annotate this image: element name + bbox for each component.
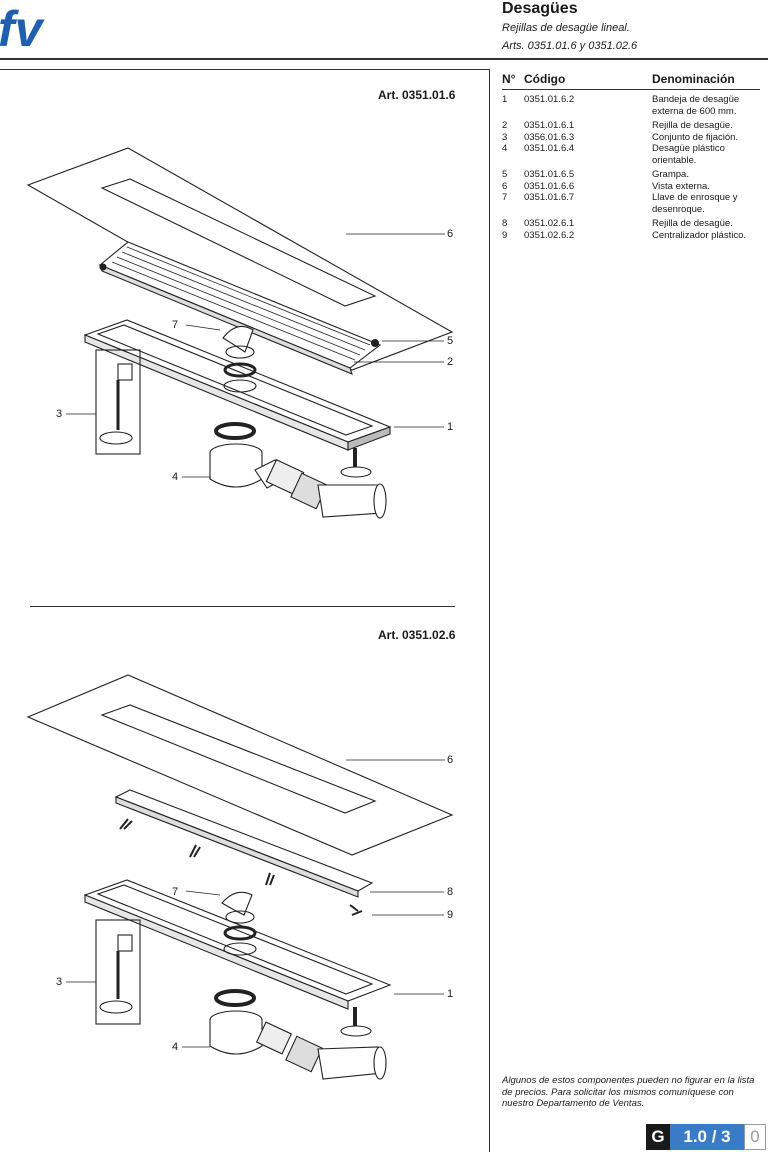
row-number: 6	[502, 180, 508, 192]
row-name: Conjunto de fijación.	[652, 131, 739, 143]
row-code: 0351.01.6.4	[524, 143, 575, 154]
table-row: 5 0351.01.6.5 Grampa.	[502, 169, 760, 181]
table-row: 7 0351.01.6.7 Llave de enrosque y desenroq…	[502, 192, 760, 215]
next-page-indicator: 0	[744, 1124, 766, 1150]
parts-table-body: 1 0351.01.6.2 Bandeja de desagüe externa d…	[502, 90, 760, 241]
table-row: 6 0351.01.6.6 Vista externa.	[502, 181, 760, 193]
plastic-drain	[209, 1010, 387, 1080]
article-codes: Arts. 0351.01.6 y 0351.02.6	[502, 40, 638, 52]
callout-top-1: 1	[447, 421, 454, 433]
row-name: Grampa.	[652, 169, 689, 180]
row-number: 3	[502, 131, 508, 143]
page-number: 1.0 / 3	[670, 1124, 744, 1150]
page-subtitle: Rejillas de desagüe lineal.	[502, 22, 630, 34]
table-row: 3 0356.01.6.3 Conjunto de fijación.	[502, 132, 760, 144]
row-name: Rejilla de desagüe.	[652, 120, 733, 131]
callout-bottom-3: 3	[56, 976, 63, 988]
row-name: Vista externa.	[652, 180, 710, 192]
callout-top-6: 6	[447, 228, 454, 240]
callout-bottom-4: 4	[172, 1041, 179, 1053]
row-code: 0351.02.6.2	[524, 229, 575, 241]
external-plate	[26, 674, 454, 856]
row-number: 1	[502, 94, 508, 105]
table-row: 9 0351.02.6.2 Centralizador plástico.	[502, 230, 760, 242]
row-code: 0351.01.6.2	[524, 94, 575, 105]
exploded-view-bottom	[26, 674, 454, 1080]
table-row: 1 0351.01.6.2 Bandeja de desagüe externa d…	[502, 94, 760, 117]
fixing-set-box	[95, 349, 141, 455]
row-number: 2	[502, 120, 508, 131]
plate-slot	[100, 704, 377, 814]
drawing-divider	[30, 606, 455, 607]
row-name: Centralizador plástico.	[652, 229, 746, 241]
callout-bottom-7: 7	[172, 886, 179, 898]
fixing-set-box	[95, 919, 141, 1025]
page-badge: G 1.0 / 3 0	[646, 1124, 766, 1150]
table-row: 8 0351.02.6.1 Rejilla de desagüe.	[502, 218, 760, 230]
header-number: N°	[502, 72, 516, 86]
callout-top-5: 5	[447, 335, 454, 347]
callout-top-7: 7	[172, 319, 179, 331]
callout-top-2: 2	[447, 356, 454, 368]
row-number: 9	[502, 229, 508, 241]
header-name: Denominación	[652, 72, 735, 86]
row-name: Desagüe plástico orientable.	[652, 143, 725, 166]
footnote: Algunos de estos componentes pueden no f…	[502, 1075, 755, 1109]
parts-table-header: N° Código Denominación	[502, 70, 760, 90]
callout-bottom-6: 6	[447, 754, 454, 766]
row-name: Bandeja de desagüe externa de 600 mm.	[652, 94, 740, 117]
drawing-frame	[0, 69, 490, 1152]
section-letter: G	[646, 1124, 670, 1150]
page-title: Desagües	[502, 0, 578, 17]
row-name: Rejilla de desagüe.	[652, 218, 733, 229]
plate-slot	[100, 178, 377, 307]
exploded-view-top	[26, 147, 454, 519]
callout-bottom-1: 1	[447, 988, 454, 1000]
row-code: 0351.02.6.1	[524, 218, 575, 229]
parts-table: N° Código Denominación 1 0351.01.6.2 Bande…	[502, 70, 760, 241]
article-label-top: Art. 0351.01.6	[378, 88, 456, 102]
wrench-key	[222, 325, 254, 353]
fv-logo: fv	[0, 1, 46, 52]
row-name: Llave de enrosque y desenroque.	[652, 192, 738, 215]
wrench-key	[221, 891, 253, 916]
callout-bottom-9: 9	[447, 909, 454, 921]
row-number: 4	[502, 143, 508, 154]
table-row: 2 0351.01.6.1 Rejilla de desagüe.	[502, 120, 760, 132]
article-label-bottom: Art. 0351.02.6	[378, 628, 456, 642]
plastic-drain	[209, 443, 387, 519]
row-code: 0356.01.6.3	[524, 131, 575, 143]
logo-text: fv	[0, 1, 46, 52]
callout-top-4: 4	[172, 471, 179, 483]
row-code: 0351.01.6.5	[524, 169, 575, 180]
row-code: 0351.01.6.1	[524, 120, 575, 131]
row-number: 7	[502, 192, 508, 203]
table-row: 4 0351.01.6.4 Desagüe plástico orientable.	[502, 143, 760, 166]
callout-top-3: 3	[56, 408, 63, 420]
header-code: Código	[524, 72, 566, 86]
callout-bottom-8: 8	[447, 886, 454, 898]
row-code: 0351.01.6.7	[524, 192, 575, 203]
row-code: 0351.01.6.6	[524, 180, 575, 192]
row-number: 5	[502, 169, 508, 180]
header-divider	[0, 58, 768, 60]
row-number: 8	[502, 218, 508, 229]
